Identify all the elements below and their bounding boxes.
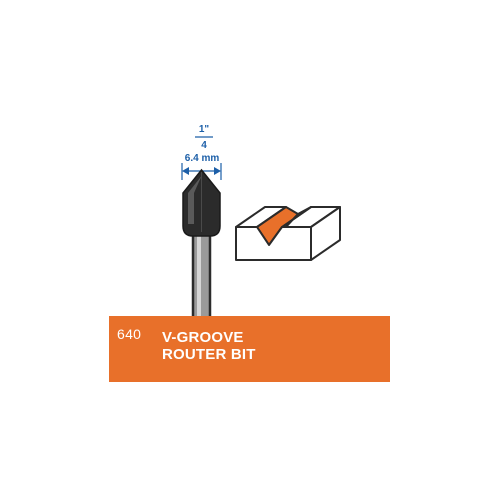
router-bit	[182, 168, 221, 320]
bit-shank	[191, 232, 212, 320]
model-number: 640	[117, 326, 142, 342]
bit-cutter-highlight	[188, 176, 202, 224]
dimension-arrow-left	[182, 167, 189, 175]
product-banner: 640 V-GROOVE ROUTER BIT	[109, 316, 390, 382]
block-front-face	[235, 226, 312, 261]
block-side-face	[310, 206, 341, 261]
dimension-fraction-denominator: 4	[201, 140, 207, 151]
dimension-arrow-right	[214, 167, 221, 175]
bit-shank-highlight	[197, 236, 201, 316]
product-title-line2: ROUTER BIT	[162, 346, 256, 363]
dimension-fraction-numerator: 1"	[199, 124, 210, 135]
dimension-metric: 6.4 mm	[185, 153, 220, 164]
grooved-block	[235, 206, 341, 261]
product-title-line1: V-GROOVE	[162, 329, 244, 346]
